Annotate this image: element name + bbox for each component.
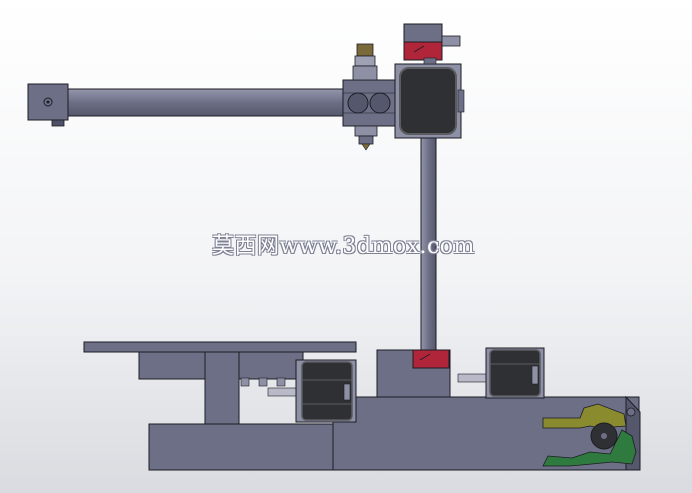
column-mount-block — [376, 349, 451, 398]
base-frame — [83, 341, 641, 471]
watermark-text: 莫西网www.3dmox.com — [212, 234, 475, 259]
top-fitting — [352, 43, 378, 81]
gripper-mechanism — [542, 403, 637, 467]
bottom-fitting — [354, 125, 378, 151]
bolt-icon — [43, 97, 53, 107]
base-stepper-motor — [267, 359, 357, 423]
upper-stepper-motor — [394, 63, 465, 139]
lower-stepper-motor — [457, 347, 545, 399]
arm-connector-block — [342, 79, 399, 127]
arm-end-block — [27, 83, 69, 127]
top-limit-switch — [403, 23, 461, 65]
horizontal-arm — [67, 88, 344, 117]
